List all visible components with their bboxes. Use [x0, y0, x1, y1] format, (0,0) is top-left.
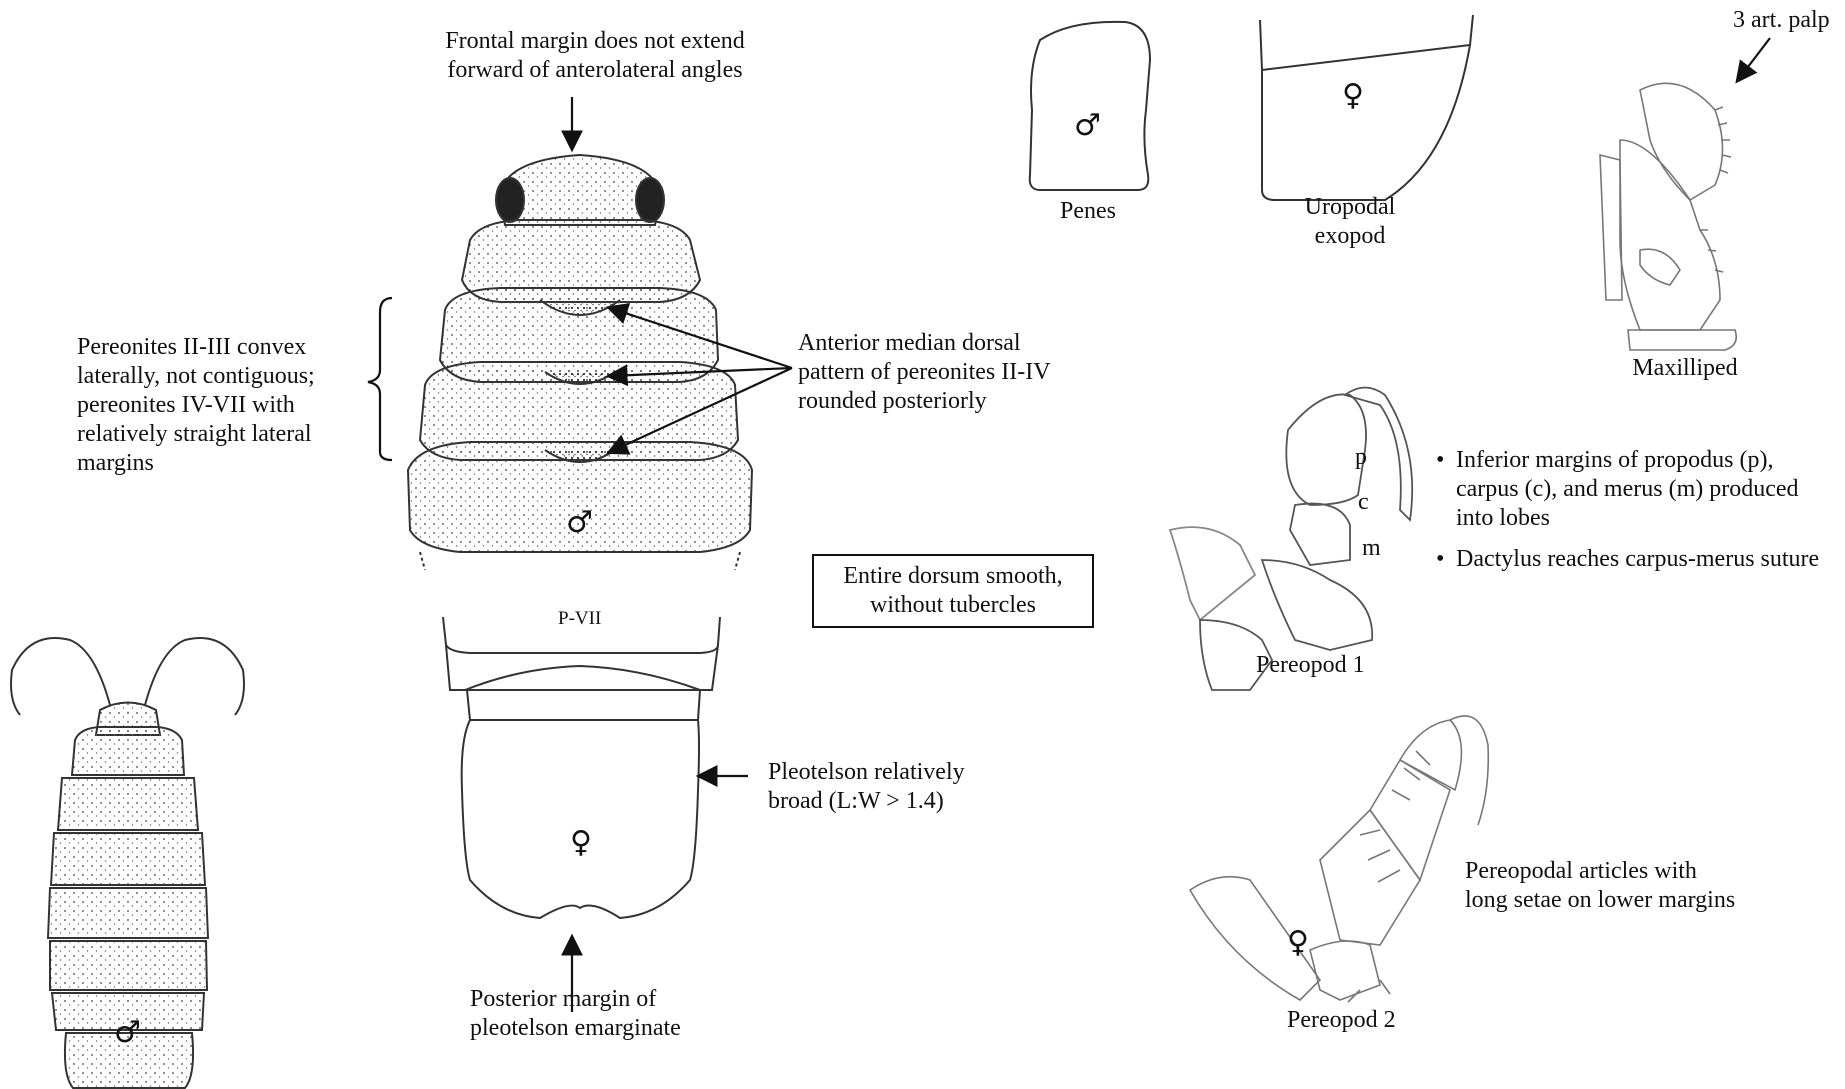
- female-symbol: ♀: [1342, 78, 1364, 113]
- anterior-median-label: Anterior median dorsal pattern of pereon…: [798, 329, 1098, 416]
- merus-letter: m: [1362, 534, 1381, 563]
- pereopod2-drawing: [1190, 716, 1488, 1002]
- pleotelson-drawing: [443, 617, 720, 918]
- pereonites-convex-label: Pereonites II-III convex laterally, not …: [77, 333, 367, 478]
- maxilliped-drawing: [1600, 83, 1736, 350]
- bullet-item: Inferior margins of propodus (p), carpus…: [1436, 446, 1836, 533]
- uropodal-exopod-drawing: [1260, 15, 1473, 200]
- pereopod2-label: Pereopod 2: [1287, 1006, 1447, 1035]
- frontal-margin-label: Frontal margin does not extend forward o…: [420, 27, 770, 85]
- posterior-margin-label: Posterior margin of pleotelson emarginat…: [470, 985, 730, 1043]
- p-vii-label: P-VII: [558, 608, 601, 630]
- carpus-letter: c: [1358, 488, 1369, 517]
- pereopodal-setae-label: Pereopodal articles with long setae on l…: [1465, 857, 1785, 915]
- male-symbol: ♂: [114, 1015, 141, 1050]
- female-symbol: ♀: [1287, 925, 1309, 960]
- penes-drawing: [1030, 22, 1150, 190]
- penes-label: Penes: [1028, 197, 1148, 226]
- pleotelson-broad-label: Pleotelson relatively broad (L:W > 1.4): [768, 758, 1008, 816]
- male-symbol: ♂: [1074, 108, 1101, 143]
- bullet-item: Dactylus reaches carpus-merus suture: [1436, 545, 1836, 574]
- female-symbol: ♀: [570, 825, 592, 860]
- pereopod1-label: Pereopod 1: [1256, 651, 1416, 680]
- maxilliped-label: Maxilliped: [1610, 354, 1760, 383]
- uropodal-exopod-label: Uropodal exopod: [1255, 193, 1445, 251]
- three-art-palp-label: 3 art. palp: [1733, 6, 1845, 35]
- pereopod1-notes: Inferior margins of propodus (p), carpus…: [1436, 446, 1836, 586]
- propodus-letter: p: [1355, 443, 1367, 472]
- dorsum-smooth-box: Entire dorsum smooth, without tubercles: [812, 554, 1094, 628]
- male-symbol: ♂: [566, 505, 593, 540]
